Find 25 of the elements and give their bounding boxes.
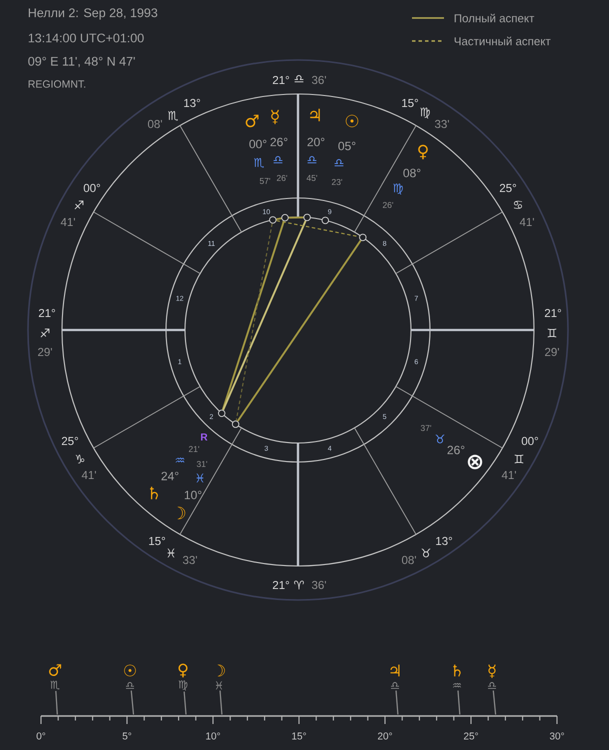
planet-sign-label: ♂ ♏ xyxy=(49,664,62,690)
legend-label: Полный аспект xyxy=(454,14,534,22)
leader-line xyxy=(457,690,460,715)
planet-sign-label: ☉ ♎ xyxy=(124,664,136,689)
leader-line xyxy=(55,690,58,715)
legend-label: Частичный аспект xyxy=(454,36,551,46)
tick-label: 20° xyxy=(378,732,392,740)
leader-line xyxy=(219,690,222,715)
leader-line xyxy=(130,690,134,715)
chart-title: Нелли 2: Sep 28, 1993 xyxy=(28,8,158,20)
tick-label: 25° xyxy=(464,732,478,740)
tick-label: 0° xyxy=(36,732,46,740)
planet-sign-label: ♀ ♍ xyxy=(178,664,188,690)
tick-label: 30° xyxy=(550,732,564,740)
planet-sign-label: ♄ ♒ xyxy=(453,664,461,688)
planet-sign-label: ♃ ♎ xyxy=(390,664,400,689)
tick-label: 15° xyxy=(292,732,306,740)
planet-sign-label: ☿ ♎ xyxy=(488,664,496,689)
tick-label: 5° xyxy=(122,732,132,740)
header-text: 13:14:00 UTC+01:00 xyxy=(28,34,144,42)
planet-sign-label: ☽ ♓ xyxy=(216,664,225,690)
tick-label: 10° xyxy=(206,732,220,740)
leader-line xyxy=(184,692,187,715)
leader-line xyxy=(492,690,496,715)
leader-line xyxy=(395,690,398,715)
